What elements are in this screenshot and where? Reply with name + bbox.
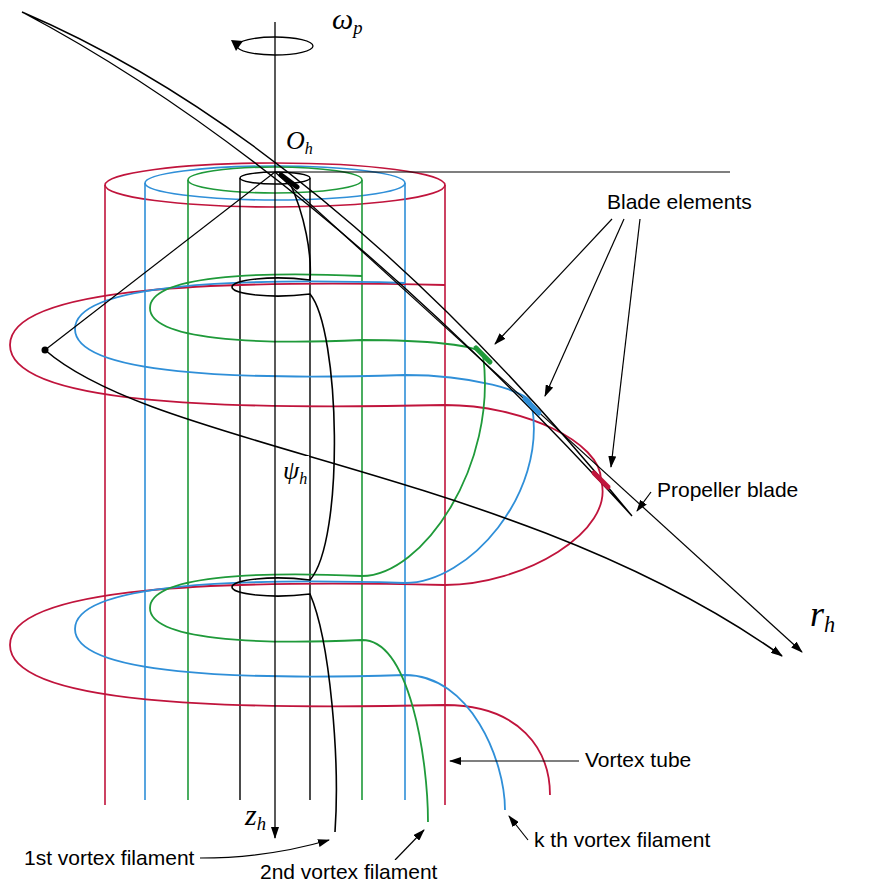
axis-label: zh <box>243 798 268 833</box>
blade-element <box>281 175 297 187</box>
callout-label: Vortex tube <box>583 748 693 772</box>
callout-label: Propeller blade <box>655 478 800 502</box>
subscript: h <box>299 470 307 487</box>
rotation-arrow <box>237 37 313 55</box>
subscript: h <box>305 140 313 157</box>
blade-element <box>525 399 539 413</box>
leader-line <box>509 816 528 840</box>
rotation-symbol: ωp <box>330 2 364 37</box>
rotation-arrowhead <box>231 40 243 51</box>
axis-label: rh <box>808 594 837 635</box>
leader-line <box>611 219 640 467</box>
subscript: h <box>257 813 266 834</box>
z-axis <box>274 22 275 838</box>
leader-line <box>450 760 579 761</box>
leader-line <box>545 219 624 396</box>
vortex-filament <box>75 281 534 810</box>
reference-line <box>45 172 275 350</box>
subscript: p <box>353 17 362 38</box>
origin-label: Oh <box>284 126 315 156</box>
vortex-filament <box>150 274 485 822</box>
callout-label: k th vortex filament <box>532 828 712 852</box>
leader-line <box>395 830 424 860</box>
vortex-filament <box>232 181 336 832</box>
vortex-filament <box>10 284 603 795</box>
callout-label: 2nd vortex filament <box>258 860 439 884</box>
leader-line <box>200 840 329 858</box>
blade-element <box>594 473 608 487</box>
callout-label: Blade elements <box>605 190 754 214</box>
leader-line <box>495 219 612 344</box>
angle-label: ψh <box>281 456 309 486</box>
callout-label: 1st vortex filament <box>22 846 196 870</box>
subscript: h <box>824 612 835 637</box>
leader-line <box>637 492 651 511</box>
azimuth-arc <box>45 350 782 656</box>
reference-line <box>275 171 730 172</box>
propeller-blade <box>22 12 632 516</box>
blade-element <box>476 348 490 362</box>
